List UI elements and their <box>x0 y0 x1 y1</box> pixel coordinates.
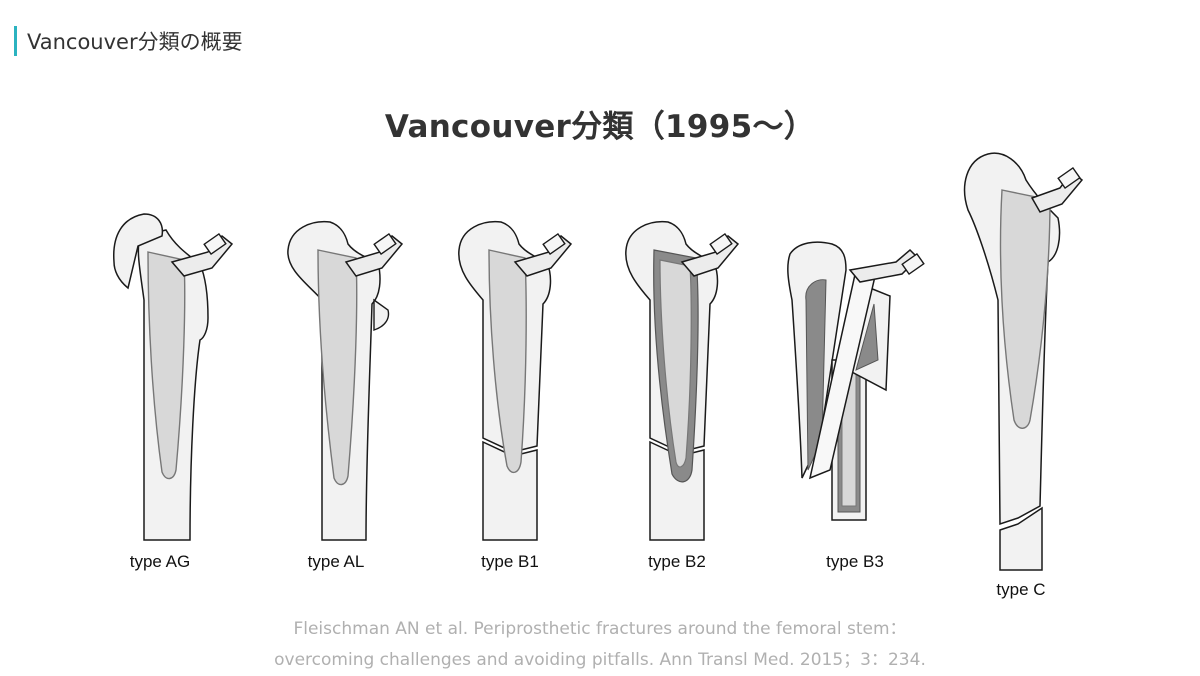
femur-type-ag <box>114 214 232 540</box>
label-type-c: type C <box>951 580 1091 600</box>
label-type-b1: type B1 <box>440 552 580 572</box>
femur-type-b3 <box>788 242 924 520</box>
label-type-ag: type AG <box>90 552 230 572</box>
label-type-al: type AL <box>266 552 406 572</box>
label-type-b2: type B2 <box>607 552 747 572</box>
femur-type-c <box>965 153 1082 570</box>
femur-type-b2 <box>626 222 738 540</box>
citation-line-1: Fleischman AN et al. Periprosthetic frac… <box>0 614 1200 645</box>
citation: Fleischman AN et al. Periprosthetic frac… <box>0 614 1200 676</box>
label-type-b3: type B3 <box>785 552 925 572</box>
femur-type-al <box>288 222 402 540</box>
femur-type-b1 <box>459 222 571 540</box>
citation-line-2: overcoming challenges and avoiding pitfa… <box>0 645 1200 676</box>
